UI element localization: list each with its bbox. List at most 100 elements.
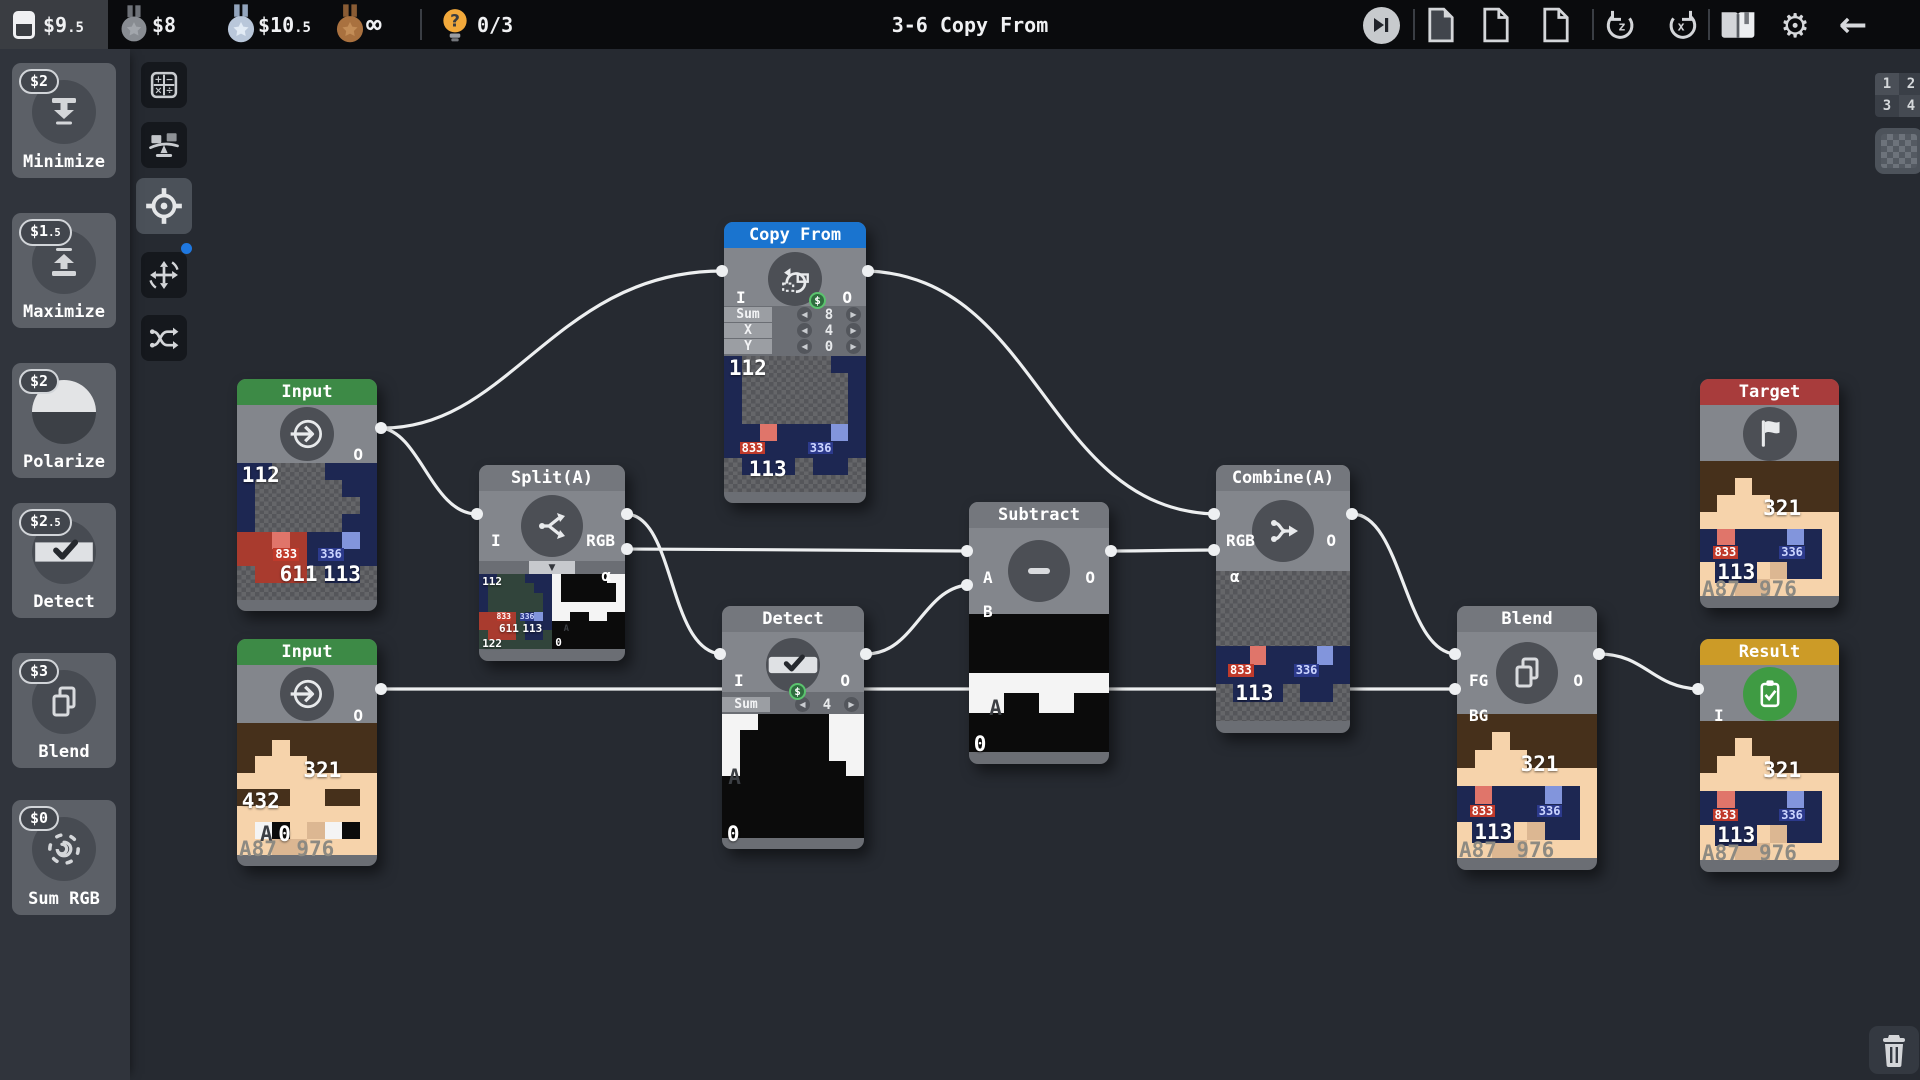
quadrant-selector[interactable]: 1 2 3 4 xyxy=(1875,73,1920,117)
silver-medal-value: $10.5 xyxy=(258,12,311,37)
move-icon xyxy=(146,257,182,293)
transparency-toggle-button[interactable] xyxy=(1875,128,1920,174)
decrement-button[interactable]: ◀ xyxy=(797,307,812,322)
palette-item-maximize[interactable]: $1.5 Maximize xyxy=(12,213,116,328)
param-row: Y ◀ 0 ▶ xyxy=(724,339,861,355)
palette-item-blend[interactable]: $3 Blend xyxy=(12,653,116,768)
expand-dropdown-button[interactable]: ▼ xyxy=(529,561,575,574)
wire-split-detect xyxy=(625,512,722,656)
node-copy-from[interactable]: Copy From $ I O Sum ◀ 8 ▶ X ◀ 4 ▶ Y xyxy=(724,222,866,503)
detect-icon: $ xyxy=(766,638,820,700)
svg-text:×: × xyxy=(155,86,163,97)
wire-inputtop-copyfrom xyxy=(379,269,724,430)
wire-blend-result xyxy=(1597,652,1700,691)
tool-focus[interactable] xyxy=(136,178,192,234)
port-output: O xyxy=(1573,671,1583,690)
hint-bulb-icon[interactable]: ? xyxy=(440,0,470,49)
port-output: O xyxy=(840,671,850,690)
tool-move[interactable] xyxy=(141,252,187,298)
param-label: Sum xyxy=(722,697,770,712)
decrement-button[interactable]: ◀ xyxy=(797,323,812,338)
increment-button[interactable]: ▶ xyxy=(846,339,861,354)
file-current-button[interactable] xyxy=(1422,6,1460,44)
cost-badge: $ xyxy=(789,683,806,700)
svg-text:x: x xyxy=(1677,20,1685,34)
quadrant-3[interactable]: 3 xyxy=(1875,95,1899,117)
decrement-button[interactable]: ◀ xyxy=(795,697,810,712)
increment-button[interactable]: ▶ xyxy=(846,307,861,322)
palette-item-sum-rgb[interactable]: $0 Sum RGB xyxy=(12,800,116,915)
param-label: Sum xyxy=(724,307,772,322)
node-title: Combine(A) xyxy=(1216,465,1350,491)
shuffle-icon xyxy=(146,320,182,356)
quadrant-1[interactable]: 1 xyxy=(1875,73,1899,95)
svg-text:?: ? xyxy=(450,10,460,30)
top-bar: $9.5 $8 $10.5 ∞ ? 0/3 3-6 Copy From xyxy=(0,0,1920,49)
input-icon xyxy=(280,407,334,461)
wire-inputtop-split xyxy=(379,426,479,516)
palette-item-label: Minimize xyxy=(23,152,105,172)
param-label: Y xyxy=(724,339,772,354)
back-arrow-button[interactable]: ← xyxy=(1838,5,1868,45)
delete-node-button[interactable] xyxy=(1869,1026,1919,1074)
palette-item-detect[interactable]: $2.5 Detect xyxy=(12,503,116,618)
port-input: I xyxy=(1714,706,1724,725)
undo-button[interactable]: z xyxy=(1602,6,1640,44)
cost-badge: $ xyxy=(809,292,826,309)
param-row: X ◀ 4 ▶ xyxy=(724,323,861,339)
price-pill: $1.5 xyxy=(19,219,72,246)
file-slot3-button[interactable] xyxy=(1537,6,1575,44)
file-slot2-button[interactable] xyxy=(1477,6,1515,44)
trash-icon xyxy=(1879,1033,1909,1067)
bronze-medal-icon xyxy=(333,0,367,49)
manual-book-icon[interactable] xyxy=(1716,6,1760,44)
wire-copyfrom-combine xyxy=(866,269,1216,516)
node-title: Subtract xyxy=(969,502,1109,528)
tool-calculator[interactable]: +−×÷ xyxy=(141,62,187,108)
palette-item-polarize[interactable]: $2 Polarize xyxy=(12,363,116,478)
quadrant-2[interactable]: 2 xyxy=(1899,73,1920,95)
run-button[interactable] xyxy=(1362,6,1400,44)
balance-box: $9.5 xyxy=(0,0,108,49)
port-rgb: RGB xyxy=(1226,531,1255,550)
gray-medal-value: $8 xyxy=(152,12,177,37)
port-output: O xyxy=(353,706,363,725)
tool-compare[interactable] xyxy=(141,122,187,168)
palette-item-minimize[interactable]: $2 Minimize xyxy=(12,63,116,178)
redo-button[interactable]: x xyxy=(1663,6,1701,44)
increment-button[interactable]: ▶ xyxy=(844,697,859,712)
notification-dot xyxy=(181,243,192,254)
decrement-button[interactable]: ◀ xyxy=(797,339,812,354)
palette-item-label: Detect xyxy=(33,592,95,612)
node-title: Result xyxy=(1700,639,1839,665)
palette-item-label: Blend xyxy=(38,742,90,762)
settings-gear-icon[interactable]: ⚙ xyxy=(1780,5,1810,45)
node-title: Target xyxy=(1700,379,1839,405)
param-row: Sum ◀ 8 ▶ xyxy=(724,307,861,323)
svg-text:z: z xyxy=(1618,20,1625,34)
quadrant-4[interactable]: 4 xyxy=(1899,95,1920,117)
price-pill: $2 xyxy=(19,69,60,94)
tool-shuffle[interactable] xyxy=(141,315,187,361)
palette-item-label: Sum RGB xyxy=(28,889,100,909)
increment-button[interactable]: ▶ xyxy=(846,323,861,338)
